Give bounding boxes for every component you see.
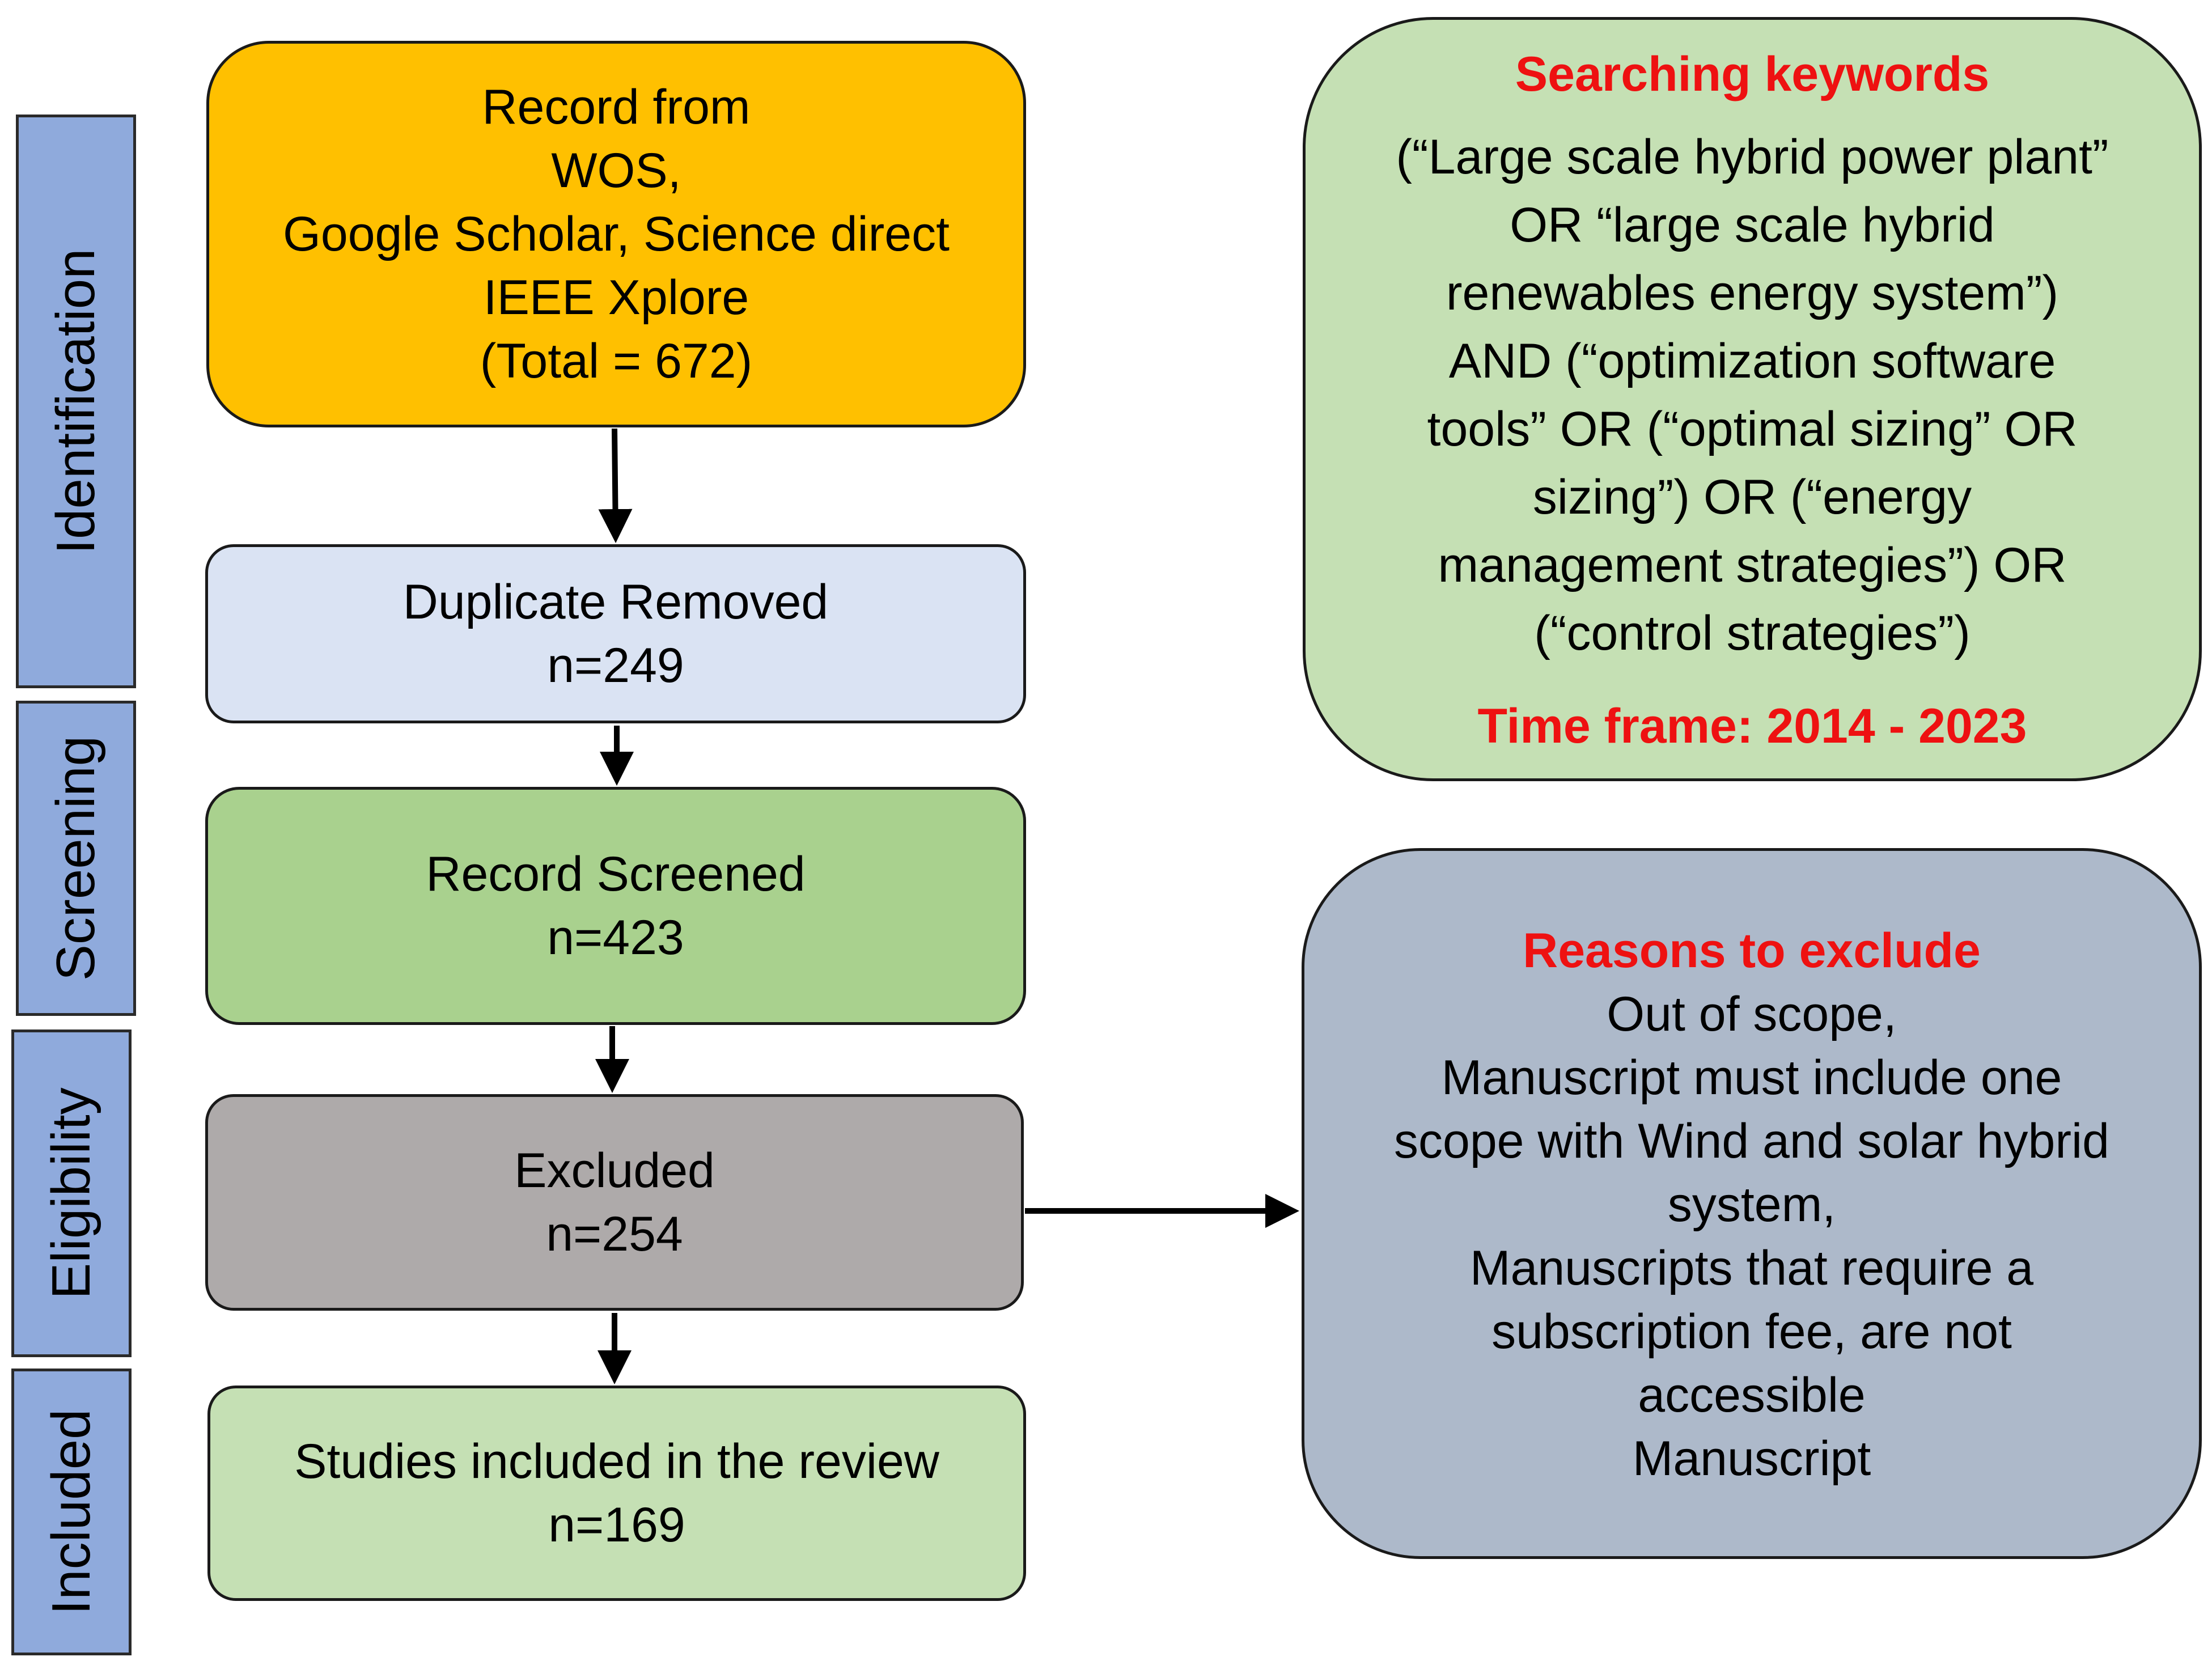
records-box: Record from WOS, Google Scholar, Science…	[206, 41, 1026, 427]
excluded-label: Excluded	[514, 1143, 715, 1198]
exclusion-box: Reasons to exclude Out of scope, Manuscr…	[1302, 848, 2202, 1559]
records-line: Record from	[482, 80, 751, 134]
stage-included: Included	[11, 1369, 132, 1655]
keywords-box: Searching keywords (“Large scale hybrid …	[1303, 17, 2202, 781]
records-line: (Total = 672)	[480, 334, 753, 388]
keyword-line: tools” OR (“optimal sizing” OR	[1427, 402, 2078, 456]
exclusion-line: accessible	[1638, 1368, 1866, 1422]
screened-label: Record Screened	[426, 847, 806, 901]
records-line: IEEE Xplore	[483, 270, 749, 325]
screened-box: Record Screened n=423	[205, 787, 1026, 1025]
arrow-records-to-duplicates	[598, 428, 633, 543]
timeframe-label: Time frame: 2014 - 2023	[1477, 699, 2027, 753]
records-line: WOS,	[551, 143, 681, 198]
keyword-line: AND (“optimization software	[1448, 334, 2056, 388]
screened-count: n=423	[547, 910, 684, 965]
exclusion-line: Manuscript	[1632, 1431, 1871, 1486]
excluded-box: Excluded n=254	[205, 1094, 1024, 1311]
stage-identification: Identification	[16, 115, 136, 688]
stage-screening: Screening	[16, 701, 136, 1016]
duplicates-label: Duplicate Removed	[402, 575, 829, 629]
duplicates-count: n=249	[547, 638, 684, 693]
exclusion-line: system,	[1667, 1177, 1836, 1232]
exclusion-line: Manuscripts that require a	[1469, 1241, 2034, 1295]
exclusion-line: Manuscript must include one	[1441, 1050, 2062, 1105]
keyword-line: (“control strategies”)	[1534, 606, 1971, 660]
included-box: Studies included in the review n=169	[207, 1386, 1026, 1601]
exclusion-title: Reasons to exclude	[1523, 923, 1981, 978]
keywords-title: Searching keywords	[1515, 47, 1990, 101]
keyword-line: sizing”) OR (“energy	[1532, 470, 1972, 524]
keyword-line: management strategies”) OR	[1438, 538, 2067, 592]
records-line: Google Scholar, Science direct	[283, 207, 950, 261]
exclusion-line: scope with Wind and solar hybrid	[1394, 1114, 2109, 1168]
exclusion-line: Out of scope,	[1607, 987, 1897, 1041]
excluded-count: n=254	[546, 1207, 683, 1261]
duplicates-box: Duplicate Removed n=249	[205, 544, 1026, 723]
stage-eligibility: Eligibility	[11, 1029, 132, 1357]
keyword-line: (“Large scale hybrid power plant”	[1396, 130, 2109, 184]
exclusion-line: subscription fee, are not	[1491, 1304, 2012, 1359]
included-label: Studies included in the review	[294, 1434, 939, 1489]
keyword-line: OR “large scale hybrid	[1510, 198, 1995, 252]
keyword-line: renewables energy system”)	[1446, 266, 2059, 320]
included-count: n=169	[548, 1498, 685, 1552]
